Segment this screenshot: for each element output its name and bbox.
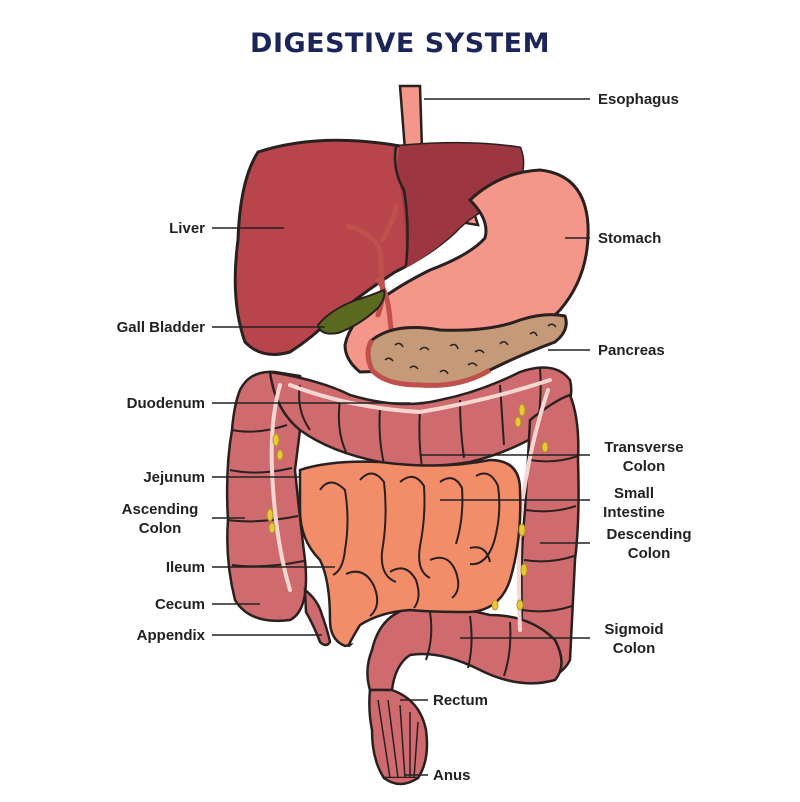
fat-deposits xyxy=(266,403,549,611)
label-gall-bladder: Gall Bladder xyxy=(116,319,205,336)
small-intestine xyxy=(298,458,522,648)
label-rectum: Rectum xyxy=(433,692,489,709)
label-appendix: Appendix xyxy=(136,627,205,644)
label-duodenum: Duodenum xyxy=(126,395,205,412)
label-jejunum: Jejunum xyxy=(143,469,205,486)
liver-right-lobe-shade xyxy=(396,143,523,268)
label-ascending-colon: Ascending Colon xyxy=(121,501,199,537)
label-stomach: Stomach xyxy=(598,230,662,247)
label-ileum: Ileum xyxy=(165,559,205,576)
label-descending-colon: Descending Colon xyxy=(606,526,692,562)
page-title: DIGESTIVE SYSTEM xyxy=(250,28,550,59)
large-intestine xyxy=(225,366,580,780)
label-sigmoid-colon: Sigmoid Colon xyxy=(604,621,664,657)
pancreas-rim xyxy=(365,338,492,388)
label-pancreas: Pancreas xyxy=(598,342,665,359)
label-anus: Anus xyxy=(433,767,471,784)
colon-haustra xyxy=(227,367,579,677)
label-liver: Liver xyxy=(169,220,205,237)
anus xyxy=(383,776,419,786)
label-esophagus: Esophagus xyxy=(598,91,679,108)
leader-lines xyxy=(212,98,590,776)
gall-bladder xyxy=(316,288,386,335)
label-small-intestine: Small Intestine xyxy=(603,485,665,521)
label-cecum: Cecum xyxy=(154,596,205,613)
pancreas-texture xyxy=(384,323,557,375)
liver-fissure xyxy=(393,145,409,267)
rectum-folds xyxy=(377,699,419,779)
appendix xyxy=(303,587,332,647)
label-transverse-colon: Transverse Colon xyxy=(604,439,684,475)
